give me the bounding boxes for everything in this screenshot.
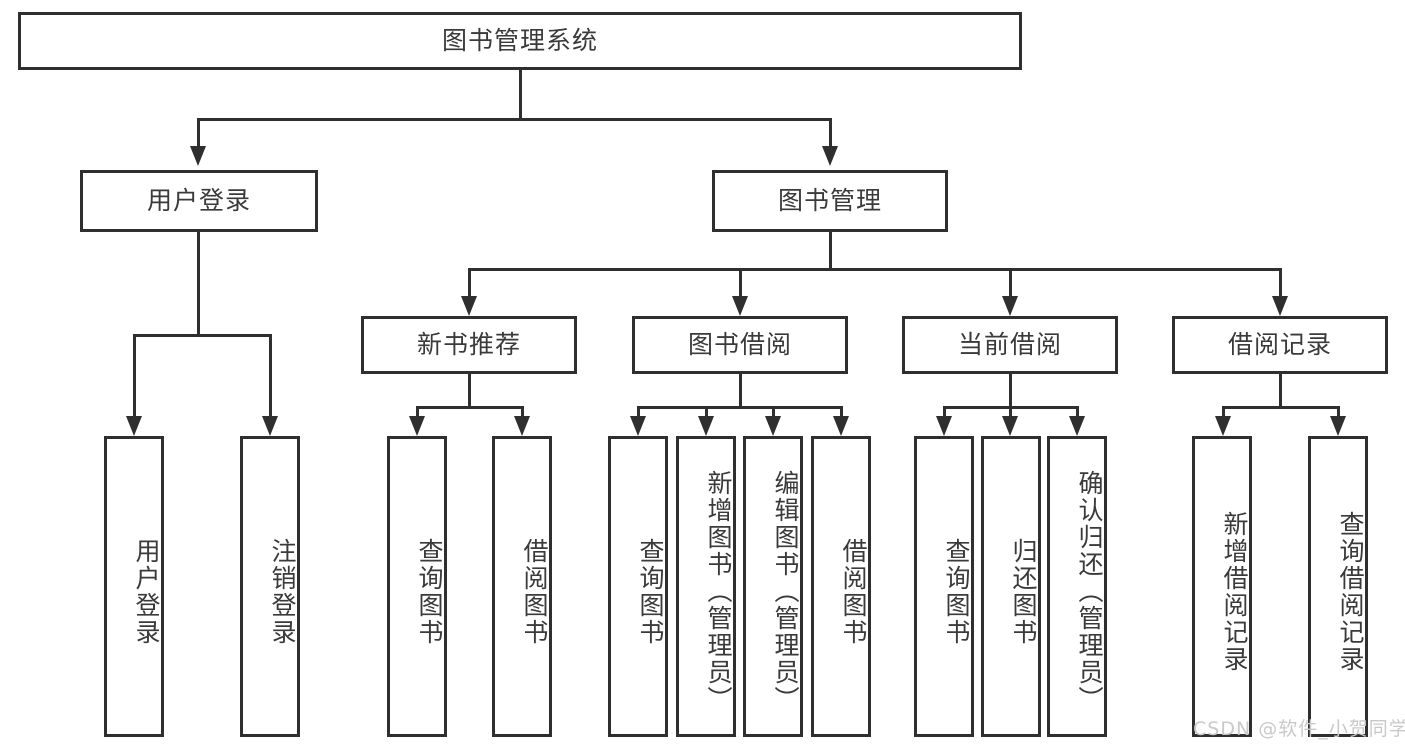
leaf-label: 归还图书 [1009,537,1038,646]
leaf-label: 确认归还（管理员） [1075,470,1104,713]
edge-root-stem [519,70,522,118]
arrowhead-leaf-logout [262,416,278,436]
edge-user-login-to-leaf-1 [133,334,136,418]
node-book-management[interactable]: 图书管理 [712,170,948,232]
leaf-label: 用户登录 [132,537,161,646]
edge-nbr-to-leaf-1 [416,406,419,418]
node-label: 借阅记录 [1227,330,1332,360]
edge-user-login-stem [197,232,200,336]
arrowhead-cb-leaf-3 [1069,416,1085,436]
leaf-bb-edit-book-admin[interactable]: 编辑图书（管理员） [743,436,803,737]
edge-book-management-distributor [468,268,1282,271]
leaf-cb-return-books[interactable]: 归还图书 [981,436,1041,737]
leaf-br-query-record[interactable]: 查询借阅记录 [1308,436,1368,737]
leaf-label: 查询借阅记录 [1336,510,1365,673]
arrowhead-borrow-record [1272,296,1288,316]
edge-cb-to-leaf-3 [1076,406,1079,418]
leaf-nbr-query-books[interactable]: 查询图书 [387,436,447,737]
edge-cb-to-leaf-1 [943,406,946,418]
edge-bm-to-borrow-record [1279,268,1282,298]
node-label: 图书借阅 [687,330,792,360]
leaf-label: 注销登录 [268,537,297,646]
node-label: 新书推荐 [416,330,521,360]
edge-nbr-to-leaf-2 [521,406,524,418]
leaf-cb-query-books[interactable]: 查询图书 [914,436,974,737]
edge-bm-to-book-borrow [739,268,742,298]
edge-bb-to-leaf-1 [637,406,640,418]
arrowhead-br-leaf-2 [1330,416,1346,436]
node-borrow-record[interactable]: 借阅记录 [1172,316,1388,374]
edge-br-distributor [1222,406,1340,409]
edge-br-to-leaf-1 [1222,406,1225,418]
edge-root-to-book-management [829,118,832,148]
edge-root-distributor [197,118,832,121]
edge-br-to-leaf-2 [1337,406,1340,418]
edge-nbr-distributor [416,406,524,409]
node-label: 图书管理 [777,186,882,216]
arrowhead-book-borrow [732,296,748,316]
leaf-bb-query-books[interactable]: 查询图书 [608,436,668,737]
node-book-borrow[interactable]: 图书借阅 [632,316,848,374]
node-root-book-management-system[interactable]: 图书管理系统 [18,12,1022,70]
leaf-cb-confirm-return-admin[interactable]: 确认归还（管理员） [1047,436,1107,737]
leaf-label: 新增图书（管理员） [704,470,733,713]
arrowhead-br-leaf-1 [1215,416,1231,436]
edge-bb-to-leaf-2 [705,406,708,418]
edge-user-login-distributor [133,334,272,337]
arrowhead-cb-leaf-1 [936,416,952,436]
leaf-label: 新增借阅记录 [1220,510,1249,673]
arrowhead-leaf-user-login [126,416,142,436]
leaf-label: 借阅图书 [839,537,868,646]
edge-bm-to-new-book-recommend [468,268,471,298]
node-label: 当前借阅 [957,330,1062,360]
edge-cb-stem [1009,374,1012,408]
arrowhead-bb-leaf-2 [698,416,714,436]
leaf-nbr-borrow-books[interactable]: 借阅图书 [492,436,552,737]
edge-br-stem [1279,374,1282,408]
leaf-label: 查询图书 [636,537,665,646]
arrowhead-book-management [822,146,838,166]
leaf-logout[interactable]: 注销登录 [240,436,300,737]
leaf-label: 查询图书 [942,537,971,646]
node-label: 用户登录 [146,186,251,216]
arrowhead-new-book-recommend [461,296,477,316]
edge-cb-to-leaf-2 [1009,406,1012,418]
node-new-book-recommend[interactable]: 新书推荐 [361,316,577,374]
edge-bb-distributor [637,406,843,409]
edge-bb-to-leaf-4 [840,406,843,418]
node-label: 图书管理系统 [441,26,598,56]
arrowhead-nbr-leaf-1 [409,416,425,436]
arrowhead-cb-leaf-2 [1002,416,1018,436]
edge-bb-to-leaf-3 [772,406,775,418]
node-current-borrow[interactable]: 当前借阅 [902,316,1118,374]
leaf-user-login[interactable]: 用户登录 [104,436,164,737]
watermark-text: CSDN @软件_小贺同学 [1193,718,1405,740]
leaf-bb-add-book-admin[interactable]: 新增图书（管理员） [676,436,736,737]
arrowhead-bb-leaf-4 [833,416,849,436]
arrowhead-current-borrow [1002,296,1018,316]
arrowhead-nbr-leaf-2 [514,416,530,436]
arrowhead-bb-leaf-1 [630,416,646,436]
leaf-bb-borrow-books[interactable]: 借阅图书 [811,436,871,737]
edge-root-to-user-login [197,118,200,148]
leaf-label: 编辑图书（管理员） [771,470,800,713]
edge-bb-stem [739,374,742,408]
leaf-label: 借阅图书 [520,537,549,646]
arrowhead-user-login [190,146,206,166]
node-user-login[interactable]: 用户登录 [80,170,318,232]
leaf-label: 查询图书 [415,537,444,646]
edge-bm-to-current-borrow [1009,268,1012,298]
arrowhead-bb-leaf-3 [765,416,781,436]
leaf-br-add-record[interactable]: 新增借阅记录 [1192,436,1252,737]
edge-user-login-to-leaf-2 [269,334,272,418]
edge-book-management-stem [829,232,832,270]
edge-nbr-stem [468,374,471,408]
